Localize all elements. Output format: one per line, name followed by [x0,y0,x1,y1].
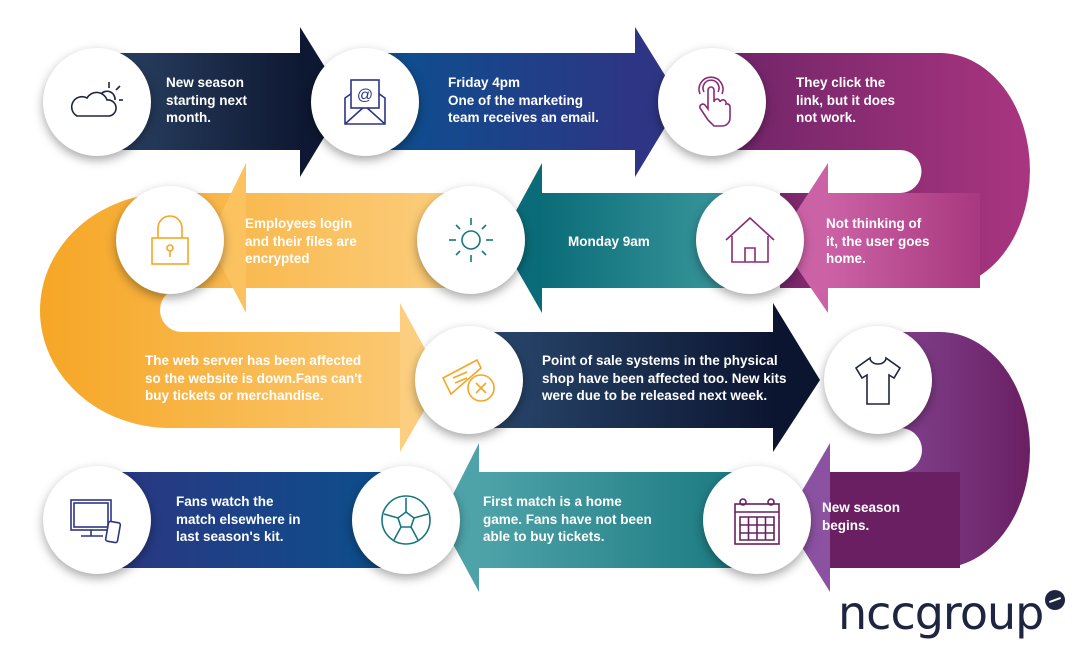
step-3-circle [658,48,766,156]
logo-text: nccgroup [838,586,1044,640]
step-10-circle [352,466,460,574]
hand-click-icon [698,76,731,127]
house-icon [725,216,775,263]
tshirt-icon [854,356,902,405]
football-icon [381,495,431,545]
nccgroup-logo: nccgroup [838,586,1066,640]
step-1-circle [43,48,151,156]
logo-mark-icon [1045,590,1066,610]
arrow-step-6-head [208,163,246,313]
tv-tablet-icon [70,499,122,544]
step-9-circle [703,466,811,574]
calendar-icon [734,498,780,545]
cancelled-ticket-icon [441,358,495,402]
step-2-circle: @ [311,48,419,156]
step-5-circle [417,186,525,294]
svg-text:@: @ [357,87,373,104]
step-5-text: Monday 9am [568,234,650,249]
padlock-icon [151,215,189,265]
step-8-circle [824,326,932,434]
email-icon: @ [344,79,386,125]
step-7-circle [415,326,523,434]
step-4-circle [696,186,804,294]
cloud-sun-icon [70,82,123,117]
step-6-circle [116,186,224,294]
sun-icon [449,218,493,262]
step-11-circle [43,466,151,574]
